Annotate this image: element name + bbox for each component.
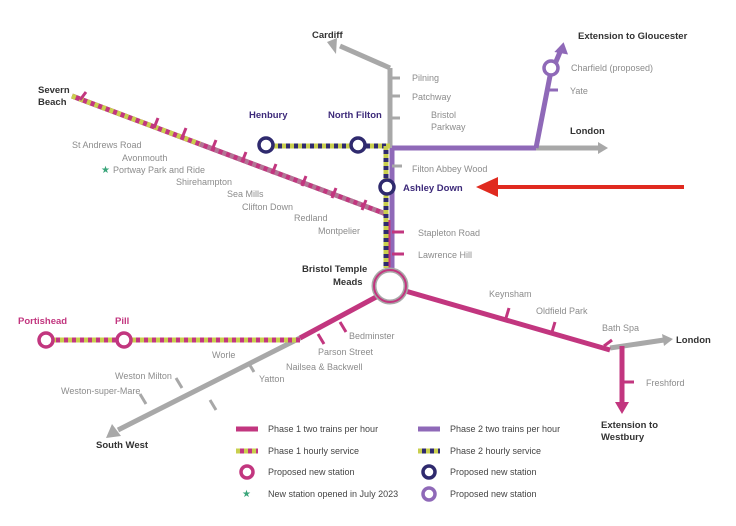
legend-p1-two: Phase 1 two trains per hour — [268, 424, 378, 434]
label-severn: Severn — [38, 85, 70, 96]
label-parson-street: Parson Street — [318, 347, 374, 357]
ashley-down-station-icon — [378, 178, 396, 196]
label-london-east: London — [676, 335, 711, 346]
legend-p2-station-navy: Proposed new station — [450, 467, 537, 477]
label-avonmouth: Avonmouth — [122, 153, 167, 163]
label-yate: Yate — [570, 86, 588, 96]
label-charfield: Charfield (proposed) — [571, 63, 653, 73]
label-pilning: Pilning — [412, 73, 439, 83]
south-west-arrow-icon — [106, 424, 121, 438]
line-magenta-bath — [401, 287, 611, 353]
label-keynsham: Keynsham — [489, 289, 532, 299]
label-freshford: Freshford — [646, 378, 685, 388]
legend-p2-hourly: Phase 2 hourly service — [450, 446, 541, 456]
charfield-station-icon — [542, 59, 560, 77]
label-london-north: London — [570, 126, 605, 137]
legend-green-star-icon: ★ — [242, 489, 251, 500]
label-clifton-down: Clifton Down — [242, 202, 293, 212]
legend-opened: New station opened in July 2023 — [268, 489, 398, 499]
line-cardiff — [338, 43, 392, 71]
label-shirehampton: Shirehampton — [176, 177, 232, 187]
label-yatton: Yatton — [259, 374, 284, 384]
legend-p2-station-purple-icon — [421, 486, 437, 502]
label-north-filton: North Filton — [328, 110, 382, 121]
label-filton-abbey: Filton Abbey Wood — [412, 164, 487, 174]
label-oldfield: Oldfield Park — [536, 306, 588, 316]
line-magenta-parson — [298, 293, 380, 341]
westbury-arrow-icon — [615, 402, 629, 414]
label-westbury-2: Westbury — [601, 432, 645, 443]
label-st-andrews: St Andrews Road — [72, 140, 142, 150]
magenta-ticks — [78, 91, 634, 384]
cardiff-arrow-icon — [327, 38, 337, 54]
legend-p1-station: Proposed new station — [268, 467, 355, 477]
label-temple-meads-2: Meads — [333, 277, 363, 288]
label-nailsea: Nailsea & Backwell — [286, 362, 363, 372]
purple-lines — [389, 51, 563, 272]
label-cardiff: Cardiff — [312, 30, 343, 41]
london-east-arrow-icon — [662, 334, 673, 346]
label-henbury: Henbury — [249, 110, 288, 121]
london-north-arrow-icon — [598, 142, 608, 154]
label-weston-milton: Weston Milton — [115, 371, 172, 381]
north-filton-station-icon — [349, 136, 367, 154]
label-westbury: Extension to — [601, 420, 658, 431]
legend-p2-station-navy-icon — [421, 464, 437, 480]
label-ashley-down: Ashley Down — [403, 183, 463, 194]
legend-p2-station-purple: Proposed new station — [450, 489, 537, 499]
henbury-station-icon — [257, 136, 275, 154]
label-south-west: South West — [96, 440, 149, 451]
legend-p2-two: Phase 2 two trains per hour — [450, 424, 560, 434]
label-sea-mills: Sea Mills — [227, 189, 264, 199]
green-star-icon: ★ — [101, 165, 110, 176]
label-redland: Redland — [294, 213, 328, 223]
legend-p1-station-icon — [239, 464, 255, 480]
temple-meads-hub-inner — [373, 269, 407, 303]
label-portishead: Portishead — [18, 316, 67, 327]
line-severn-hourly — [71, 93, 201, 147]
label-lawrence-hill: Lawrence Hill — [418, 250, 472, 260]
legend-p1-hourly: Phase 1 hourly service — [268, 446, 359, 456]
grey-ticks — [138, 76, 402, 411]
label-beach: Beach — [38, 97, 67, 108]
label-bedminster: Bedminster — [349, 331, 395, 341]
red-arrow-icon — [476, 177, 498, 197]
line-severn-texture — [199, 141, 387, 217]
portishead-station-icon — [37, 331, 55, 349]
label-weston-super-mare: Weston-super-Mare — [61, 386, 140, 396]
label-bath-spa: Bath Spa — [602, 323, 639, 333]
line-london-east — [609, 337, 665, 351]
label-patchway: Patchway — [412, 92, 452, 102]
label-bristol-parkway: Bristol — [431, 110, 456, 120]
label-worle: Worle — [212, 350, 235, 360]
label-portway: Portway Park and Ride — [113, 165, 205, 175]
gloucester-arrow-icon — [554, 42, 569, 55]
pill-station-icon — [115, 331, 133, 349]
label-stapleton: Stapleton Road — [418, 228, 480, 238]
label-gloucester: Extension to Gloucester — [578, 31, 688, 42]
label-temple-meads: Bristol Temple — [302, 264, 367, 275]
line-south-west — [116, 335, 302, 433]
label-pill: Pill — [115, 316, 129, 327]
label-bristol-parkway-2: Parkway — [431, 122, 466, 132]
legend: Phase 1 two trains per hour Phase 1 hour… — [236, 424, 560, 502]
label-montpelier: Montpelier — [318, 226, 360, 236]
